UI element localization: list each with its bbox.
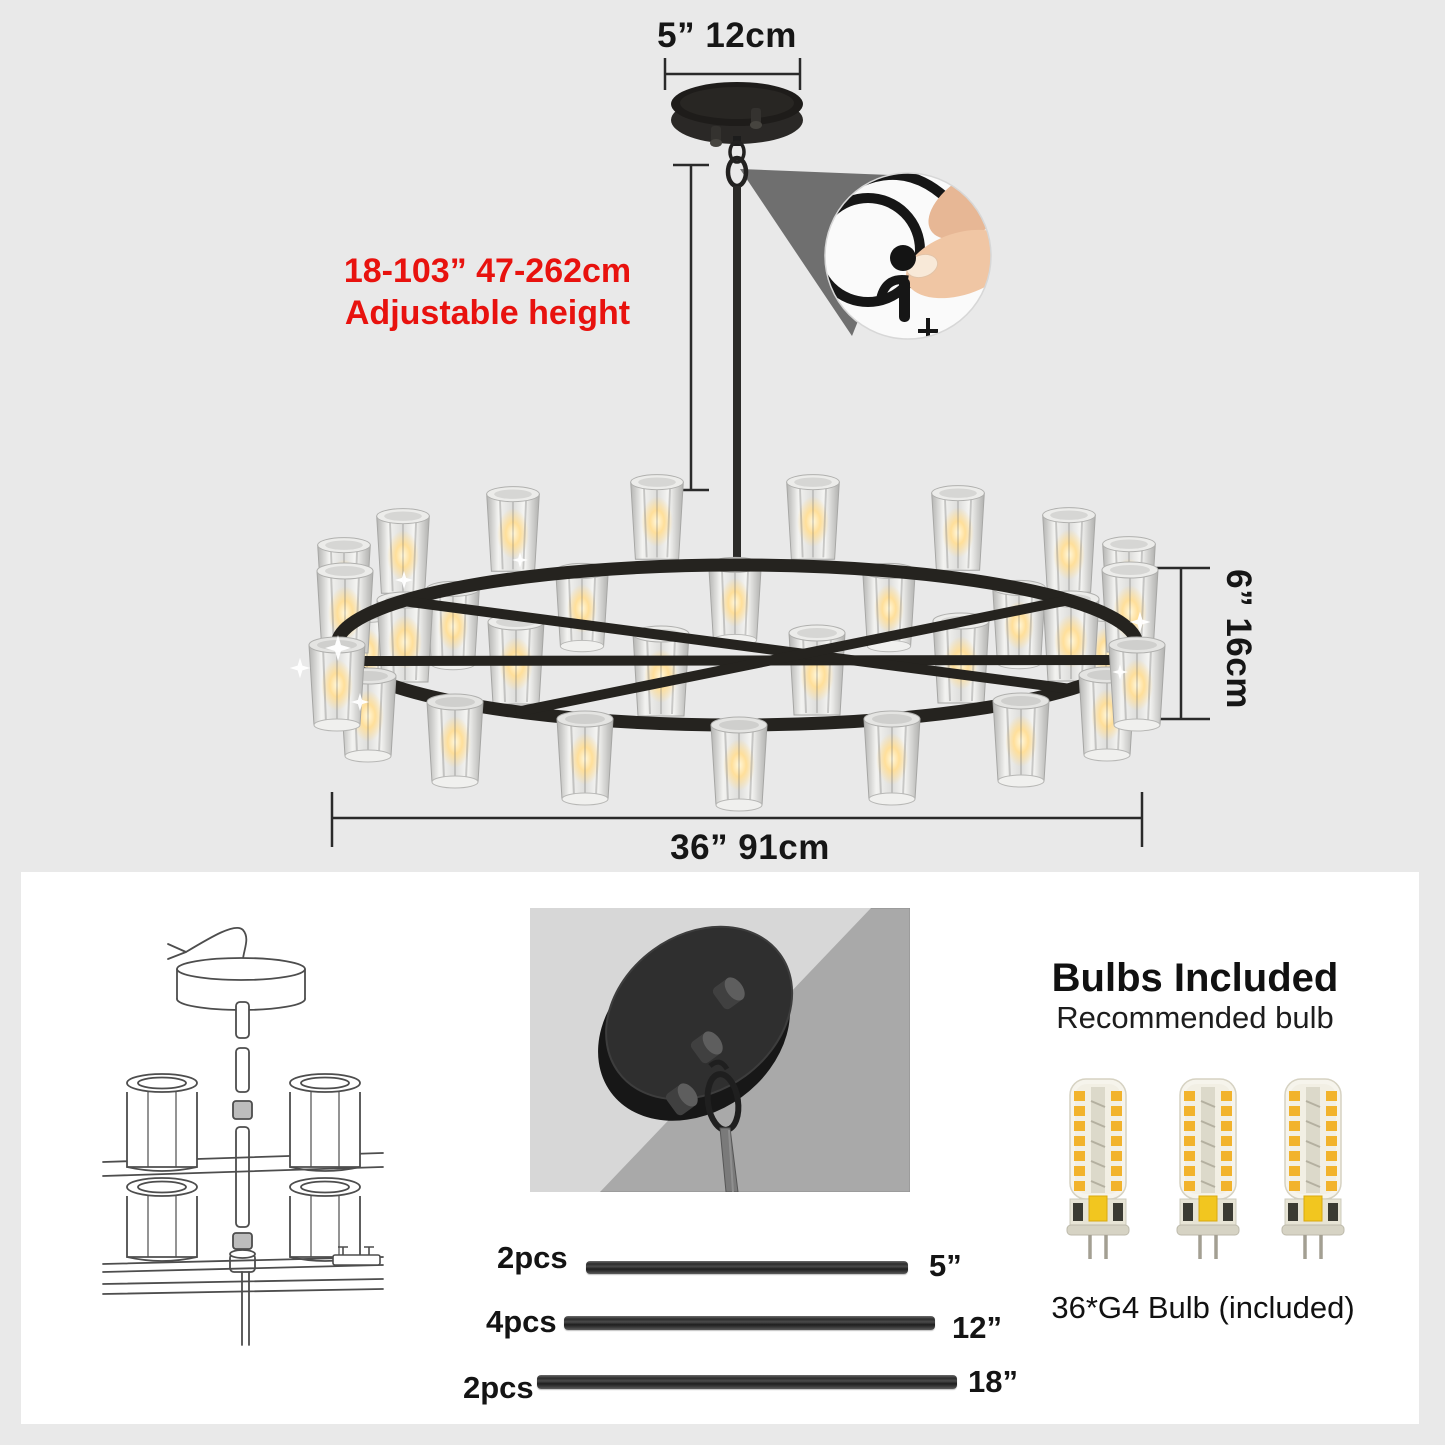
chandelier-illustration [289,58,1210,847]
dimension-lines [330,58,1210,847]
canopy-width-label: 5” 12cm [657,16,797,55]
photo-rod [719,1127,739,1192]
installation-diagram [102,926,384,1346]
diameter-label: 36” 91cm [670,828,830,867]
hanging-rod [725,140,749,570]
rod-length-label: 18” [968,1364,1018,1399]
bulbs-subtitle: Recommended bulb [1056,1000,1334,1035]
ring-height-label: 6” 16cm [1219,569,1258,709]
g4-bulb [1175,1077,1241,1261]
bracket [332,1246,381,1266]
hook-ring [825,193,925,307]
rod-bar-12in [564,1316,935,1330]
adjustable-height-line1: 18-103” 47-262cm [343,252,632,290]
rod-qty-label: 2pcs [463,1370,534,1405]
shade-outline [289,1177,361,1262]
rod-qty-label: 2pcs [497,1240,568,1275]
rod-bar-18in [537,1375,957,1389]
shades-lower-back [339,556,1134,697]
shade-outline [126,1073,198,1172]
ceiling-canopy [671,82,803,147]
rod-length-label: 12” [952,1310,1002,1345]
hook-detail-inset [824,172,992,340]
bulb-caption: 36*G4 Bulb (included) [1051,1290,1355,1325]
canopy-pegs [665,977,745,1116]
adjustable-height-line2: Adjustable height [344,294,631,332]
rod-qty-label: 4pcs [486,1304,557,1339]
adjustable-height-label: 18-103” 47-262cm Adjustable height [315,250,660,334]
shade-outline [289,1073,361,1172]
g4-bulb [1280,1077,1346,1261]
g4-bulbs-illustration [1065,1077,1346,1261]
g4-bulb [1065,1077,1131,1261]
rod-bar-5in [586,1261,908,1274]
rod-length-label: 5” [929,1248,962,1283]
shade-outline [126,1177,198,1262]
canopy-detail-photo [530,908,910,1192]
bulbs-title: Bulbs Included [1051,956,1339,1000]
